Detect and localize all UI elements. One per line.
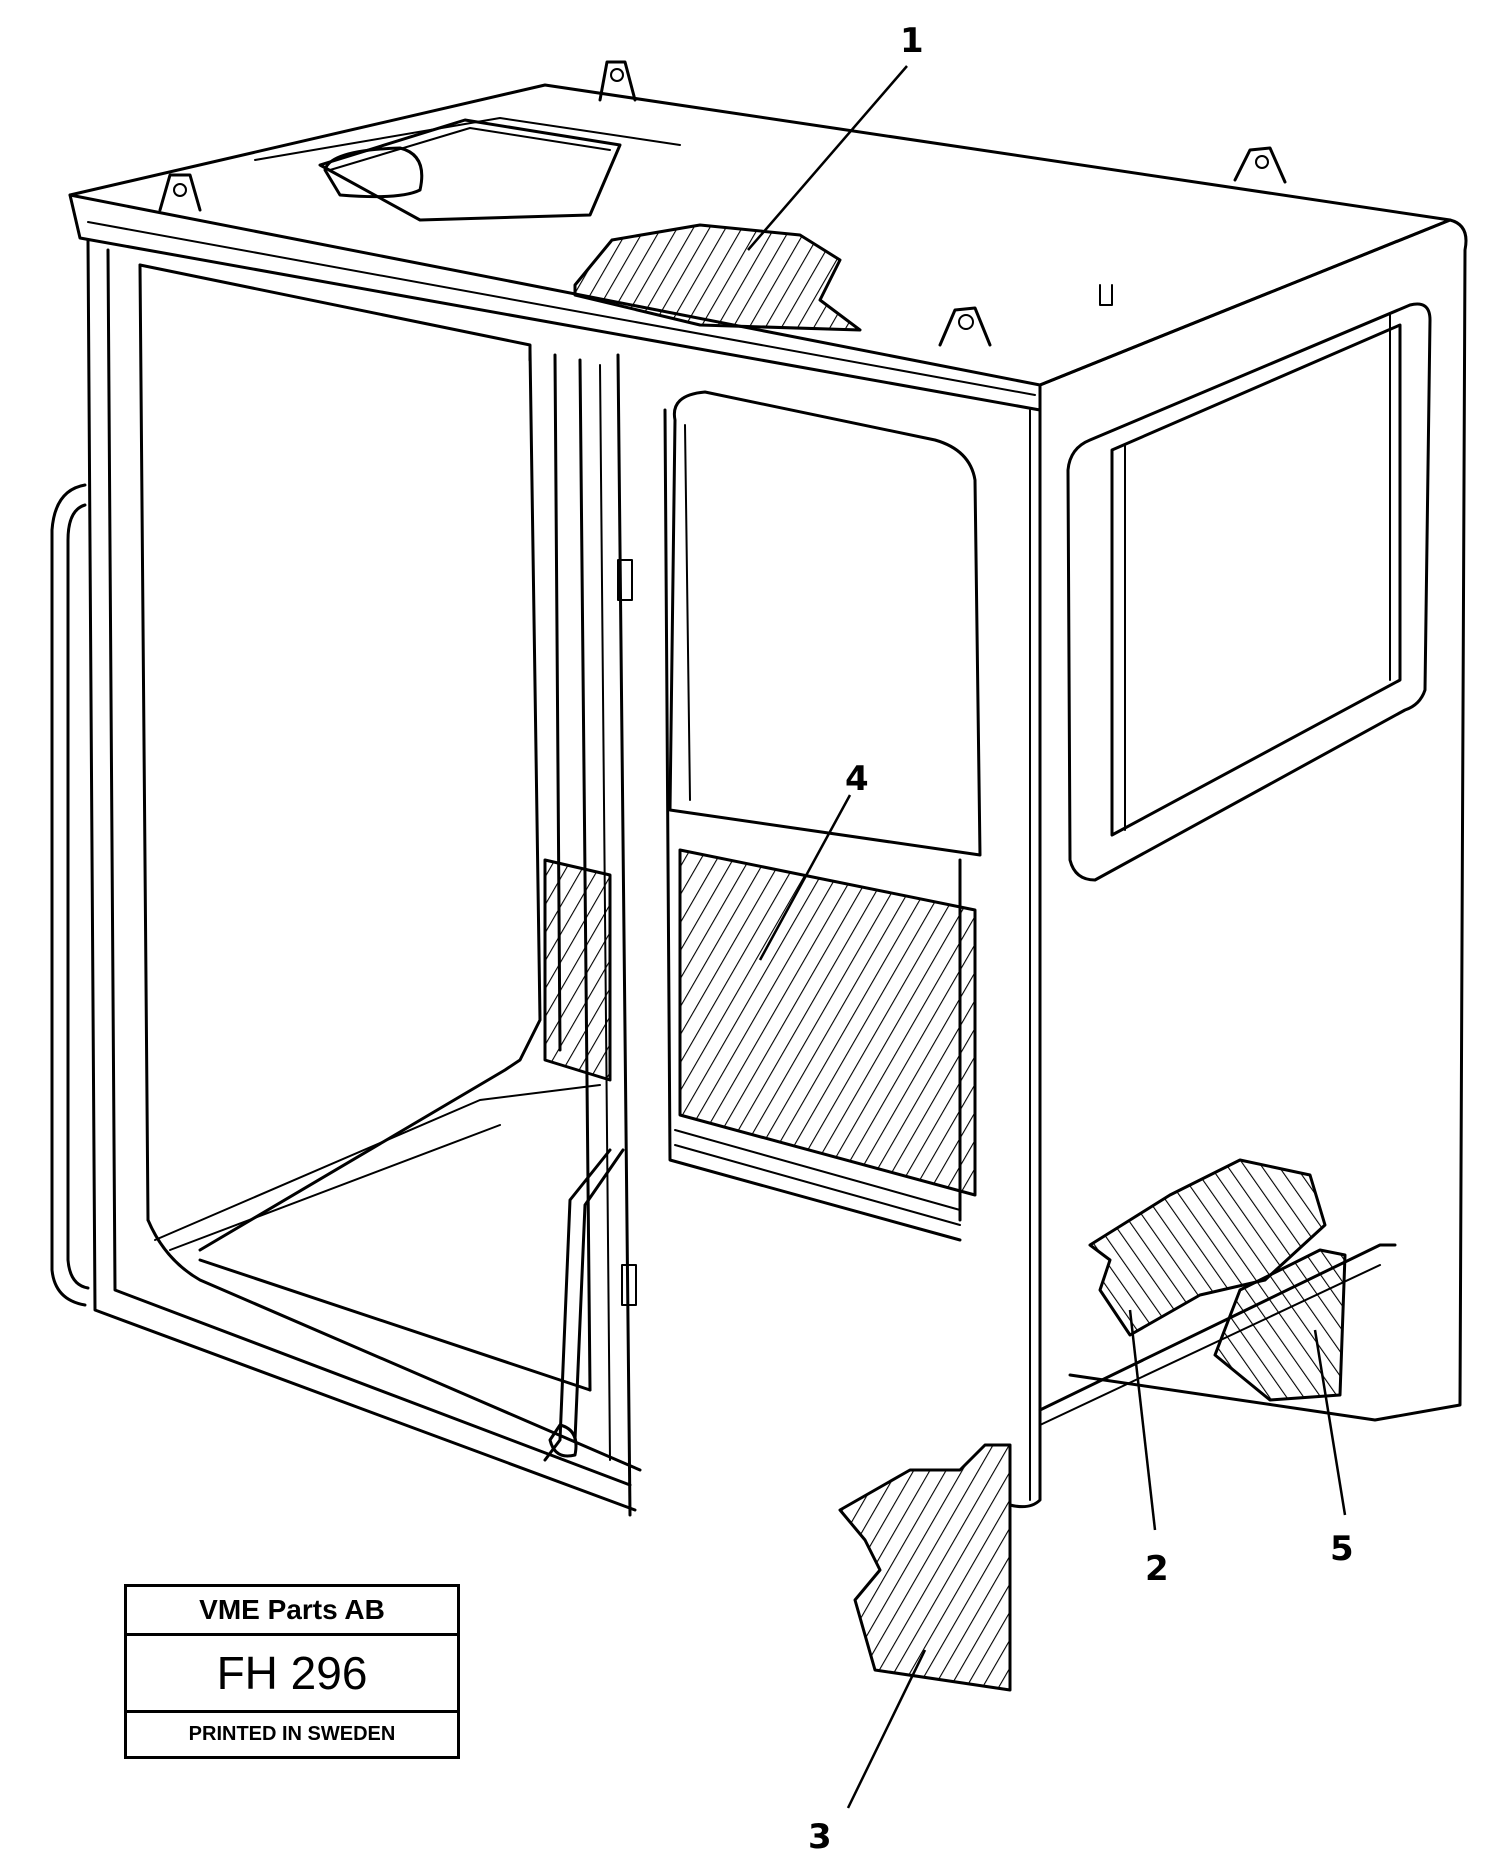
callout-4: 4: [845, 759, 869, 799]
callout-5: 5: [1330, 1529, 1354, 1569]
callout-1: 1: [900, 21, 924, 61]
drawing-code: FH 296: [127, 1636, 457, 1713]
leader-line-2: [1128, 1309, 1157, 1531]
leader-line-3: [846, 1649, 927, 1809]
leader-line-5: [1313, 1329, 1347, 1516]
floor-panel-hatched: [678, 848, 977, 1197]
printed-note: PRINTED IN SWEDEN: [188, 1723, 396, 1745]
rear-panel-hatched: [1213, 1248, 1347, 1402]
leader-line-1: [747, 65, 908, 251]
leader-line-4: [758, 794, 852, 961]
callout-2: 2: [1145, 1549, 1169, 1589]
front-lower-panel-hatched: [838, 1443, 1012, 1692]
roof-panel-hatched: [573, 223, 862, 332]
company-name: VME Parts AB: [127, 1587, 457, 1636]
title-block: VME Parts AB FH 296 PRINTED IN SWEDEN: [124, 1584, 460, 1759]
front-frame: [50, 238, 642, 1517]
right-side-wall: [1008, 218, 1468, 1509]
callout-3: 3: [808, 1817, 832, 1855]
